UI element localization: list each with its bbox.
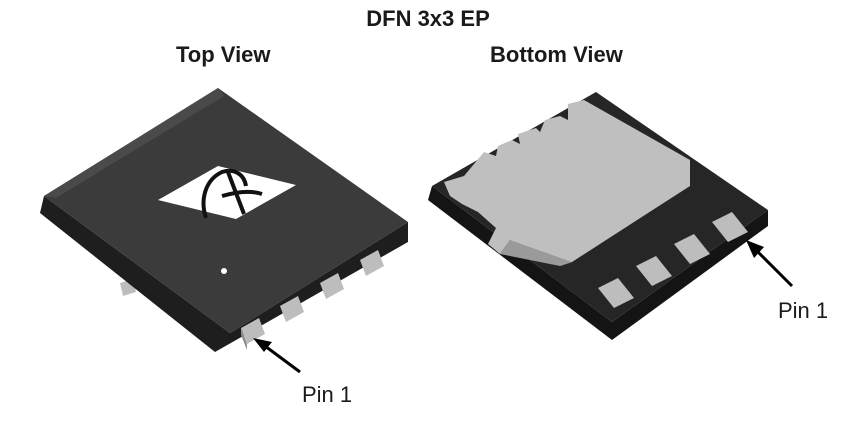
top-view-pin-1-label: Pin 1 [302, 382, 353, 407]
bottom-view-pads [598, 212, 748, 308]
bottom-view-arrow-icon [746, 240, 794, 288]
bottom-view-body-side [428, 186, 768, 340]
diagram-title: DFN 3x3 EP [366, 6, 490, 31]
pin-1-marker [221, 268, 227, 274]
bottom-view-package [428, 92, 768, 340]
top-view-package [40, 88, 408, 352]
exposed-pad [444, 100, 690, 266]
bottom-view-pin-1-label: Pin 1 [778, 298, 829, 323]
bottom-view-label: Bottom View [490, 42, 623, 67]
top-view-pads [241, 250, 384, 350]
logo-icon [158, 166, 296, 219]
top-view-arrow-icon [253, 338, 301, 374]
top-view-label: Top View [176, 42, 271, 67]
top-view-body-side [40, 196, 408, 352]
